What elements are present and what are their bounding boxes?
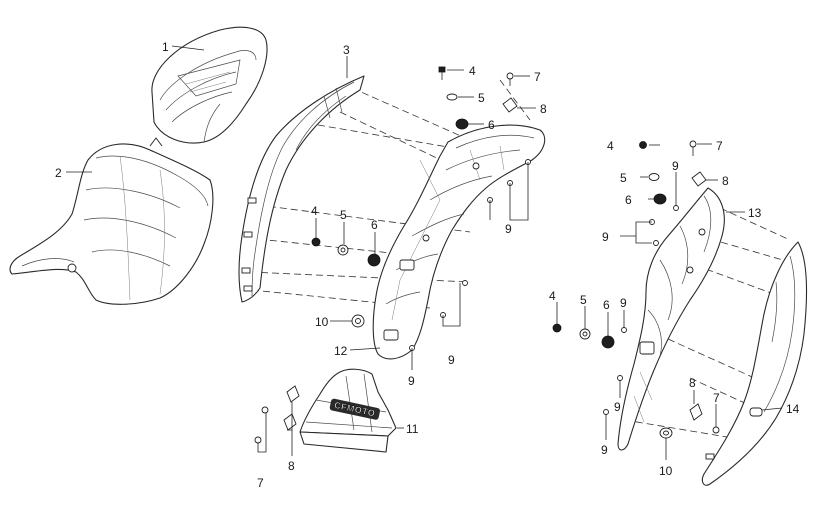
callout-labels: 1 2 3 4 5 6 7 8 9 4 5 6 10 9 12 9 11 7 8… xyxy=(55,40,800,490)
callout-4a: 4 xyxy=(469,64,476,78)
hardware-left-middle xyxy=(311,159,531,351)
callout-4d: 4 xyxy=(549,289,556,303)
callout-8d: 8 xyxy=(689,376,696,390)
callout-12: 12 xyxy=(334,344,348,358)
callout-8c: 8 xyxy=(722,174,729,188)
callout-9d: 9 xyxy=(672,159,679,173)
callout-8a: 8 xyxy=(540,102,547,116)
callout-3: 3 xyxy=(343,43,350,57)
callout-5d: 5 xyxy=(580,293,587,307)
rider-seat xyxy=(9,137,214,305)
callout-10b: 10 xyxy=(659,464,673,478)
right-inner-panel xyxy=(617,187,725,451)
callout-5a: 5 xyxy=(478,91,485,105)
callout-7c: 7 xyxy=(716,139,723,153)
callout-8b: 8 xyxy=(288,459,295,473)
callout-5c: 5 xyxy=(620,171,627,185)
rear-seat-cowl xyxy=(151,26,268,144)
callout-14: 14 xyxy=(786,402,800,416)
callout-9e: 9 xyxy=(602,230,609,244)
left-side-panel xyxy=(238,75,365,303)
callout-9a: 9 xyxy=(505,222,512,236)
right-side-panel xyxy=(701,241,808,486)
callout-6a: 6 xyxy=(488,118,495,132)
hardware-undertray xyxy=(254,385,300,444)
callout-9f: 9 xyxy=(620,296,627,310)
callout-6d: 6 xyxy=(603,298,610,312)
callout-10a: 10 xyxy=(315,315,329,329)
callout-7d: 7 xyxy=(713,391,720,405)
callout-7a: 7 xyxy=(534,70,541,84)
callout-9h: 9 xyxy=(601,443,608,457)
callout-1: 1 xyxy=(162,40,169,54)
callout-9g: 9 xyxy=(614,400,621,414)
callout-9b: 9 xyxy=(448,353,455,367)
callout-6c: 6 xyxy=(625,193,632,207)
left-inner-panel xyxy=(372,124,546,360)
rear-undertray: CFMOTO xyxy=(299,368,397,453)
callout-9c: 9 xyxy=(408,374,415,388)
callout-7b: 7 xyxy=(257,476,264,490)
hardware-left-top xyxy=(438,66,518,130)
callout-4b: 4 xyxy=(311,204,318,218)
callout-6b: 6 xyxy=(371,218,378,232)
hardware-right-bottom xyxy=(659,403,720,439)
callout-2: 2 xyxy=(55,166,62,180)
callout-5b: 5 xyxy=(340,208,347,222)
callout-11: 11 xyxy=(406,422,419,436)
leader-lines xyxy=(66,45,783,460)
callout-4c: 4 xyxy=(607,139,614,153)
callout-13: 13 xyxy=(748,206,762,220)
